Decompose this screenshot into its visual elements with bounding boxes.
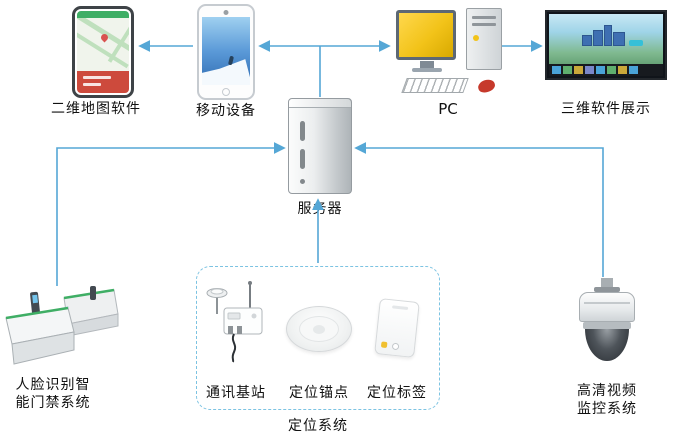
server-led xyxy=(300,179,305,184)
access-label-line2: 能门禁系统 xyxy=(15,395,91,411)
face-terminal-far xyxy=(90,286,96,300)
camera-mount xyxy=(601,278,613,287)
mouse xyxy=(476,77,497,95)
tower-button xyxy=(473,35,479,41)
camera-mount-plate xyxy=(594,287,620,292)
server-top-cap xyxy=(289,99,351,108)
tag-led xyxy=(380,341,388,349)
phone-camera-dot xyxy=(223,10,229,15)
toolbar-thumb xyxy=(618,66,627,74)
building-shape xyxy=(582,35,592,46)
camera-label-line1: 高清视频 xyxy=(577,383,637,399)
server-slot xyxy=(300,121,305,141)
toolbar-thumb xyxy=(596,66,605,74)
base-station-label: 通讯基站 xyxy=(206,385,266,401)
building-shape xyxy=(613,32,625,46)
toolbar-thumb xyxy=(552,66,561,74)
pc-tower xyxy=(466,8,502,70)
toolbar-thumb xyxy=(585,66,594,74)
toolbar-thumb xyxy=(563,66,572,74)
dome-camera-icon xyxy=(577,278,637,370)
anchor-icon xyxy=(286,306,352,352)
positioning-system-box xyxy=(196,266,440,410)
pool-shape xyxy=(629,40,643,46)
gps-dome-top xyxy=(210,288,224,295)
tower-slot xyxy=(472,23,496,26)
tag-lanyard-hole xyxy=(391,342,400,351)
3d-display-icon xyxy=(545,10,667,80)
camera-label-line2: 监控系统 xyxy=(577,401,637,417)
monitor-stand xyxy=(420,61,434,68)
base-station-icon xyxy=(204,280,268,364)
tag-card xyxy=(374,298,420,358)
access-label-line1: 人脸识别智 xyxy=(15,377,91,393)
server-label: 服务器 xyxy=(297,201,343,217)
snow-slope-shape xyxy=(202,59,250,85)
gate-pedestal-near-front xyxy=(11,331,75,365)
toolbar-thumb xyxy=(607,66,616,74)
server-slot xyxy=(300,149,305,169)
map-app-header xyxy=(77,11,129,18)
arrow-camera-to-server xyxy=(354,142,604,277)
keyboard xyxy=(401,78,469,93)
camera-collar xyxy=(583,322,631,329)
map-info-panel xyxy=(77,71,129,93)
base-station-graphic xyxy=(206,281,263,363)
map-app-screen xyxy=(77,11,129,93)
pc-label: PC xyxy=(438,100,458,118)
mobile-device-icon xyxy=(197,4,255,100)
gate-green-edge xyxy=(5,306,69,320)
camera-body xyxy=(579,292,635,322)
tag-notch xyxy=(392,305,409,311)
access-gate-icon xyxy=(4,286,122,374)
anchor-center xyxy=(313,325,325,334)
pc-icon xyxy=(394,6,502,96)
station-connector xyxy=(237,326,242,334)
face-terminal-screen xyxy=(32,294,38,304)
3d-scene xyxy=(549,14,663,66)
3d-toolbar xyxy=(549,64,663,76)
server-icon xyxy=(288,98,352,194)
map-app-phone-icon xyxy=(72,6,134,98)
panel-text-line xyxy=(83,76,111,79)
phone-home-button xyxy=(222,88,230,96)
antenna-tip xyxy=(248,281,252,285)
gate-green-edge xyxy=(63,288,115,300)
anchor-label: 定位锚点 xyxy=(289,385,349,401)
station-connector xyxy=(228,326,233,334)
tag-icon xyxy=(374,298,422,362)
station-port xyxy=(251,313,257,319)
mobile-label: 移动设备 xyxy=(196,103,256,119)
display3d-label: 三维软件展示 xyxy=(561,101,651,117)
toolbar-thumb xyxy=(574,66,583,74)
tower-slot xyxy=(472,16,496,19)
building-shape xyxy=(593,30,603,46)
camera-dome xyxy=(585,329,629,361)
panel-text-line xyxy=(83,83,101,86)
toolbar-thumb xyxy=(629,66,638,74)
turnstile-graphic xyxy=(5,286,119,365)
monitor-base xyxy=(412,68,442,72)
tag-label: 定位标签 xyxy=(367,385,427,401)
station-cable xyxy=(231,333,237,363)
positioning-system-label: 定位系统 xyxy=(288,418,348,434)
map2d-label: 二维地图软件 xyxy=(51,101,141,117)
phone-wallpaper xyxy=(202,17,250,85)
anchor-ring xyxy=(299,316,339,342)
building-shape xyxy=(604,25,612,46)
pc-monitor xyxy=(396,10,456,60)
camera-groove xyxy=(584,302,630,304)
station-panel xyxy=(227,312,241,320)
map-area xyxy=(77,18,129,71)
